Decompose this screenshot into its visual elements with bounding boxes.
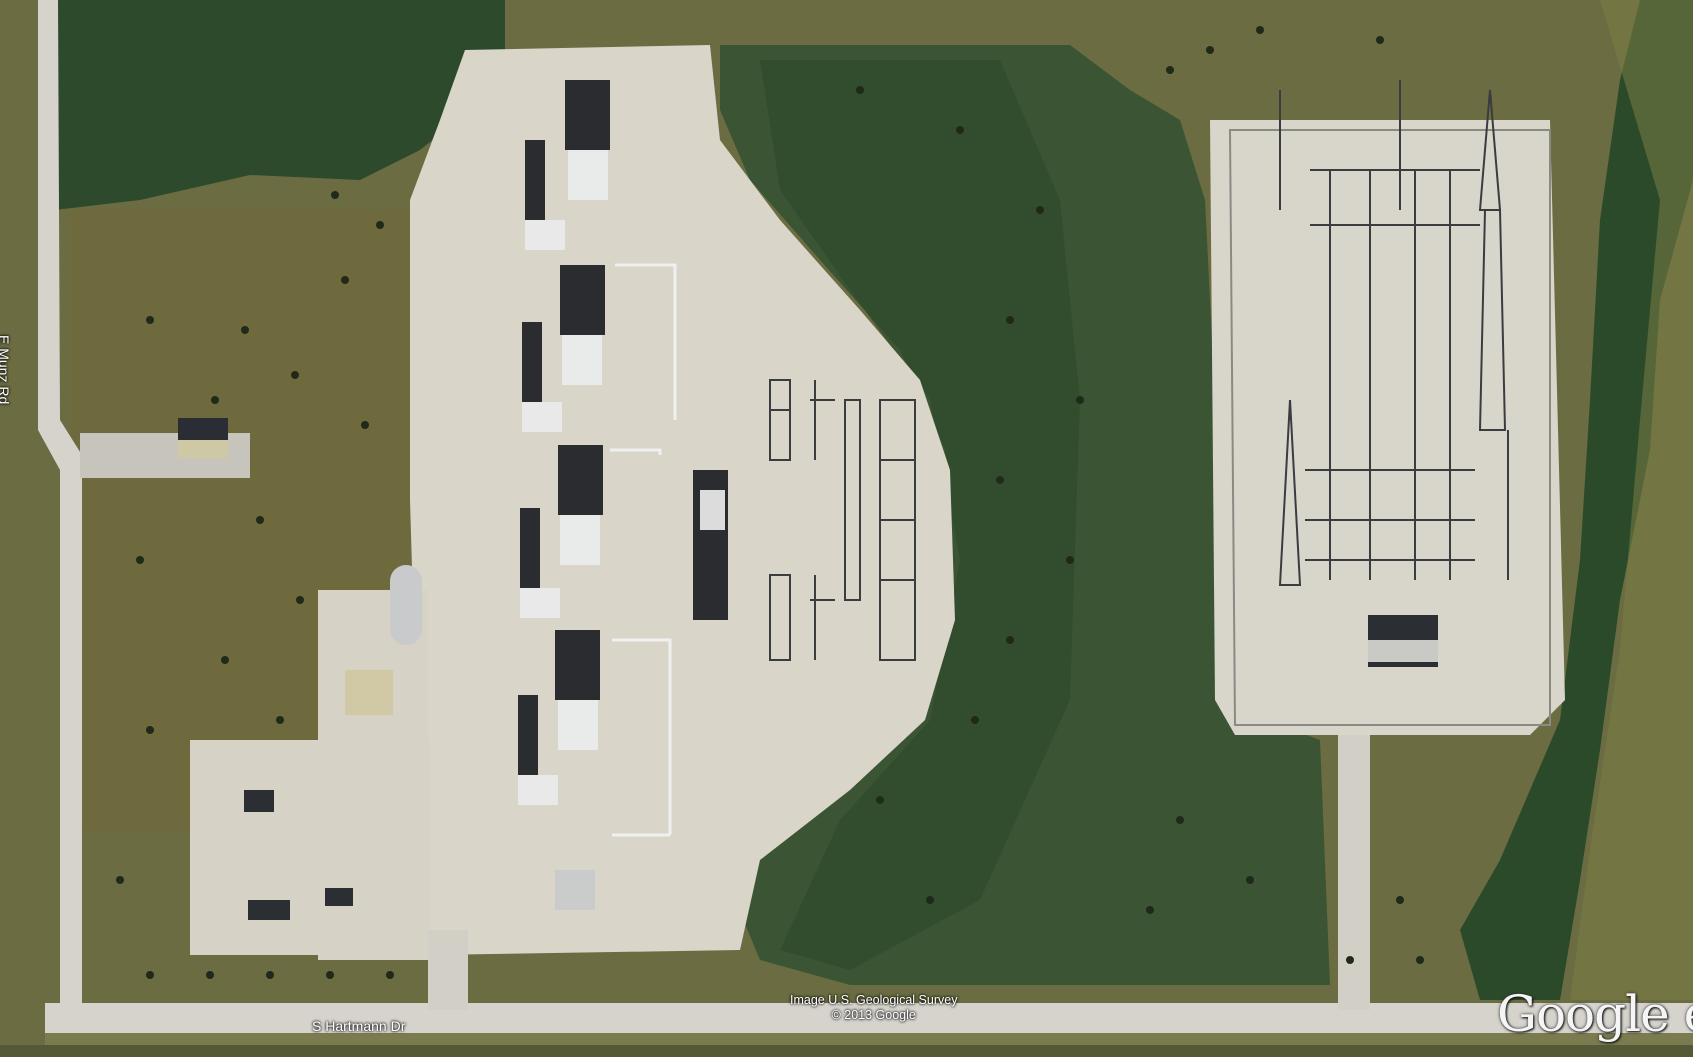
plant-gravel-pad xyxy=(410,45,955,955)
road-label-munz: E Munz Rd xyxy=(0,335,12,405)
switchyard-structures xyxy=(769,80,1509,661)
piping xyxy=(610,263,677,837)
field-far-right xyxy=(1570,0,1693,1000)
substation-pad xyxy=(1210,120,1565,735)
building-west-roof xyxy=(178,440,228,458)
tank-silo xyxy=(390,565,422,645)
imagery-attribution: Image U.S. Geological Survey © 2013 Goog… xyxy=(790,993,957,1023)
driveway-south xyxy=(428,930,468,1010)
road-label-hartmann: S Hartmann Dr xyxy=(312,1018,406,1034)
building-substation-roof xyxy=(1368,640,1438,662)
attribution-source: Image U.S. Geological Survey xyxy=(790,993,958,1007)
building-lower-1 xyxy=(244,790,274,812)
building-lower-2 xyxy=(248,900,290,920)
road-munz xyxy=(38,0,82,1010)
forest-top-left xyxy=(55,0,505,210)
road-hartmann xyxy=(45,1003,1693,1033)
building-lower-3 xyxy=(325,888,353,906)
attribution-copyright: © 2013 Google xyxy=(831,1008,916,1022)
turbine-units xyxy=(518,80,728,910)
bottom-edge-strip xyxy=(0,1045,1693,1057)
scattered-trees xyxy=(116,26,1424,979)
forest-right xyxy=(1460,0,1693,1000)
substation-fence xyxy=(1228,129,1551,726)
vegetation-middle-shade xyxy=(760,60,1080,970)
google-logo: Google e xyxy=(1497,985,1693,1043)
building-mid-left xyxy=(345,670,393,715)
driveway-substation xyxy=(1338,735,1370,1010)
gravel-bottom-left xyxy=(190,740,430,955)
